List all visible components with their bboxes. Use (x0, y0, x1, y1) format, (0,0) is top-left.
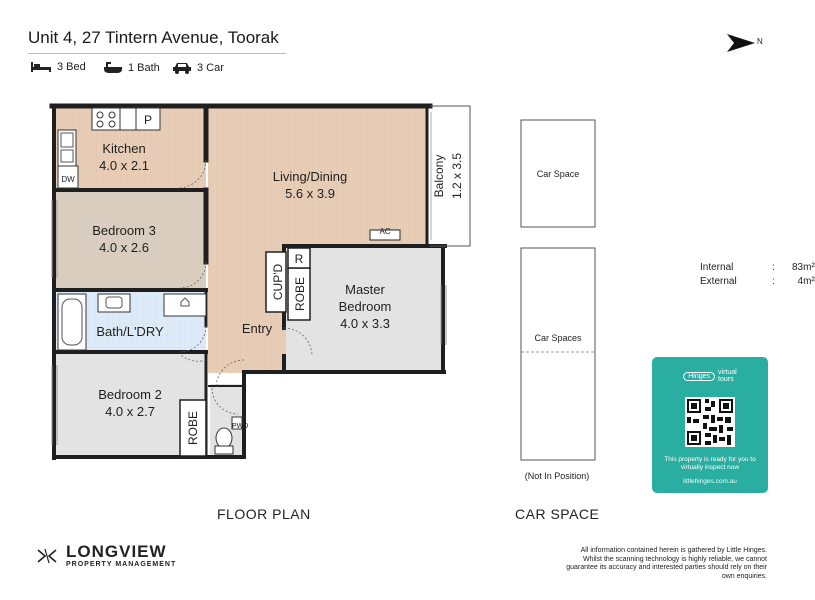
area-summary: Internal : 83m² External : 4m² (700, 261, 815, 289)
cooktop-icon (91, 107, 121, 131)
internal-value: 83m² (791, 262, 815, 273)
bedroom2-size: 4.0 x 2.7 (105, 404, 155, 419)
bath-icon (104, 62, 122, 73)
pwd-fixtures (214, 416, 243, 455)
balcony-railing (430, 105, 471, 247)
ac-label: AC (379, 227, 390, 236)
robe-master-label: ROBE (293, 277, 307, 311)
kitchen-fixtures (57, 107, 161, 189)
cupboard-label: CUP'D (271, 264, 285, 301)
feature-bath: 1 Bath (103, 61, 160, 74)
dishwasher-box (57, 165, 79, 189)
pwd-label: PWD (232, 423, 248, 430)
car-space-title: CAR SPACE (515, 506, 600, 522)
master-floor (286, 248, 443, 372)
living-name: Living/Dining (273, 169, 347, 184)
brand-subtitle: PROPERTY MANAGEMENT (66, 561, 177, 568)
bedroom2-name: Bedroom 2 (98, 387, 162, 402)
master-name: Master (345, 282, 385, 297)
area-external-row: External : 4m² (700, 276, 815, 287)
car-space-double-label: Car Spaces (534, 333, 582, 343)
master-name-2: Bedroom (339, 299, 392, 314)
master-size: 4.0 x 3.3 (340, 316, 390, 331)
virtual-tours-logo: Hinges virtual tours (658, 369, 762, 383)
north-arrow-icon (727, 34, 755, 52)
toilet-icon (215, 427, 233, 449)
external-label: External (700, 276, 737, 287)
brand-logo: LONGVIEW PROPERTY MANAGEMENT (36, 543, 176, 568)
logo-tours: tours (718, 376, 734, 383)
basin-icon (231, 416, 243, 430)
virtual-tour-url[interactable]: littlehinges.com.au (683, 478, 737, 485)
kitchen-size: 4.0 x 2.1 (99, 158, 149, 173)
area-internal-row: Internal : 83m² (700, 262, 815, 273)
windows (51, 200, 447, 445)
car-icon (173, 63, 191, 74)
car-count: 3 Car (197, 61, 224, 74)
bedroom3-name: Bedroom 3 (92, 223, 156, 238)
disclaimer-text: All information contained herein is gath… (566, 547, 767, 580)
door-swings (177, 159, 313, 415)
laundry-icon (163, 293, 207, 317)
pantry-label: P (144, 113, 152, 127)
logo-hinges: Hinges (683, 371, 716, 381)
kitchen-name: Kitchen (102, 141, 145, 156)
virtual-tour-text: This property is ready for you to virtua… (664, 456, 756, 471)
r-label: R (295, 252, 304, 266)
robe-bed2-label: ROBE (186, 411, 200, 445)
walls (49, 103, 447, 460)
logo-virtual: virtual (718, 369, 737, 376)
storage-boxes (179, 229, 401, 457)
car-space-note: (Not In Position) (525, 471, 590, 481)
brand-name: LONGVIEW (66, 542, 167, 561)
balcony-floor (427, 108, 469, 246)
car-space-single-label: Car Space (537, 169, 580, 179)
bedroom3-size: 4.0 x 2.6 (99, 240, 149, 255)
feature-bed: 3 Bed (30, 61, 86, 73)
balcony-size: 1.2 x 3.5 (450, 153, 464, 199)
car-space-double (520, 247, 596, 461)
floor-plan-title: FLOOR PLAN (217, 506, 311, 522)
internal-label: Internal (700, 262, 734, 273)
north-label: N (757, 37, 763, 46)
feature-car: 3 Car (172, 61, 224, 74)
dishwasher-label: DW (61, 175, 75, 184)
bath-fixtures (57, 293, 207, 351)
pantry-box (135, 107, 161, 131)
bed-icon (31, 62, 51, 72)
car-space-single (520, 119, 596, 228)
external-value: 4m² (797, 276, 815, 287)
balcony-name: Balcony (432, 155, 446, 198)
bed-count: 3 Bed (57, 61, 86, 73)
living-size: 5.6 x 3.9 (285, 186, 335, 201)
property-address: Unit 4, 27 Tintern Avenue, Toorak (28, 28, 279, 47)
longview-mark-icon (37, 548, 57, 563)
bedroom3-floor (56, 192, 206, 288)
title-divider (28, 53, 286, 54)
entry-name: Entry (242, 321, 273, 336)
living-floor (208, 108, 427, 248)
bath-name: Bath/L'DRY (96, 324, 164, 339)
bath-count: 1 Bath (128, 61, 160, 74)
qr-code-icon (685, 397, 735, 447)
